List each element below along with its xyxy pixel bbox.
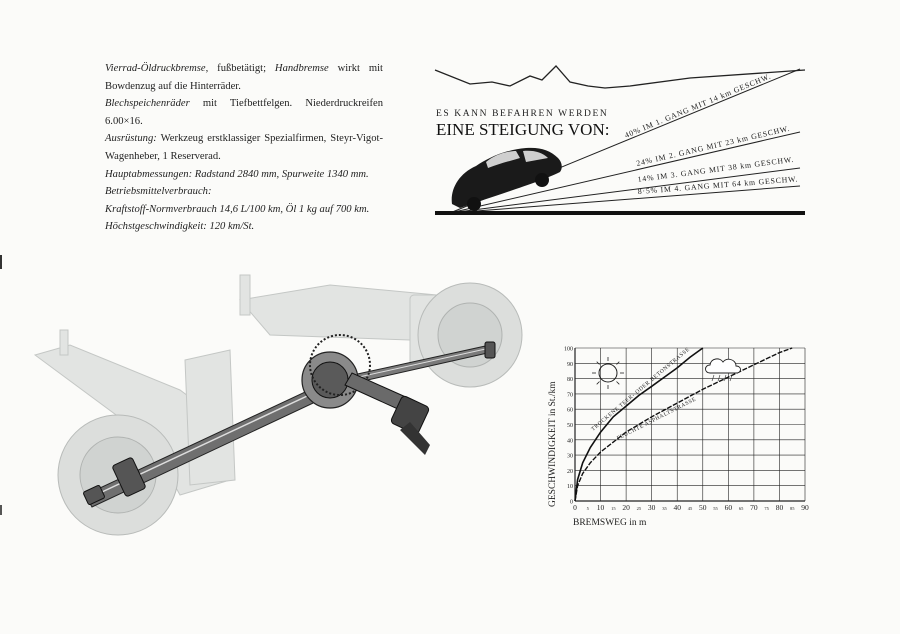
x-tick-label: 85 bbox=[790, 506, 795, 511]
y-tick-labels: 0 10 20 30 40 50 60 70 80 90 100 bbox=[564, 347, 573, 506]
car-wheel bbox=[535, 173, 549, 187]
x-tick-label: 65 bbox=[739, 506, 744, 511]
x-tick-label: 30 bbox=[648, 503, 656, 512]
y-tick-label: 0 bbox=[570, 500, 573, 506]
edge-mark bbox=[0, 255, 2, 269]
x-tick-label: 5 bbox=[587, 506, 590, 511]
cloud-icon bbox=[705, 358, 741, 382]
spec-value: fußbetätigt; bbox=[208, 63, 275, 74]
spec-value: wirkt mit Bowdenzug auf die Hinterräder. bbox=[105, 63, 383, 92]
spec-label: Vierrad-Öldruckbremse, bbox=[105, 63, 209, 74]
y-tick-label: 70 bbox=[567, 392, 573, 398]
x-tick-label: 15 bbox=[611, 506, 616, 511]
specification-text: Vierrad-Öldruckbremse, fußbetätigt; Hand… bbox=[105, 60, 383, 236]
y-tick-label: 40 bbox=[567, 438, 573, 444]
series-label-dry: TROCKENE TEER- ODER BETONSTRASSE bbox=[590, 347, 691, 433]
spec-line: Kraftstoff-Normverbrauch 14,6 L/100 km, … bbox=[105, 203, 370, 215]
slope-line bbox=[449, 131, 801, 214]
x-tick-label: 45 bbox=[688, 506, 693, 511]
x-tick-label: 20 bbox=[622, 503, 630, 512]
spec-line: Höchstgeschwindigkeit: 120 km/St. bbox=[105, 221, 255, 233]
chart-grid bbox=[574, 347, 806, 502]
x-tick-label: 25 bbox=[637, 506, 642, 511]
series-line-dry bbox=[574, 347, 704, 502]
x-tick-label: 0 bbox=[573, 503, 577, 512]
spec-value: Werkzeug erstklassiger Spezialfirmen, St… bbox=[105, 133, 383, 162]
x-tick-label: 10 bbox=[597, 503, 605, 512]
x-tick-label: 80 bbox=[776, 503, 784, 512]
spec-label: Handbremse bbox=[274, 63, 329, 74]
gradient-illustration: ES KANN BEFAHREN WERDEN EINE STEIGUNG VO… bbox=[434, 65, 806, 215]
rear-axle-illustration bbox=[33, 274, 523, 536]
y-tick-label: 100 bbox=[564, 347, 573, 353]
spec-line: Betriebsmittelverbrauch: bbox=[105, 186, 212, 198]
hub-end bbox=[83, 341, 496, 505]
gradient-header-small: ES KANN BEFAHREN WERDEN bbox=[436, 109, 608, 119]
series-line-wet bbox=[574, 347, 793, 502]
y-tick-label: 10 bbox=[567, 484, 573, 490]
spec-line: Hauptabmessungen: Radstand 2840 mm, Spur… bbox=[105, 168, 369, 180]
x-tick-label: 60 bbox=[725, 503, 733, 512]
braking-distance-chart: 0 5 10 15 20 25 30 35 40 45 50 55 60 65 70 75 80 85 90 0 10… bbox=[548, 347, 809, 529]
slope-label-1: 40% IM 1. GANG MIT 14 km GESCHW. bbox=[623, 72, 772, 140]
y-tick-label: 60 bbox=[567, 408, 573, 414]
spec-brakes: Vierrad-Öldruckbremse, fußbetätigt; Hand… bbox=[105, 60, 383, 95]
gradient-header-big: EINE STEIGUNG VON: bbox=[436, 120, 609, 139]
spec-consumption-title: Betriebsmittelverbrauch: bbox=[105, 183, 383, 201]
ground-bar bbox=[435, 211, 805, 215]
chart-series bbox=[574, 347, 793, 502]
spec-top-speed: Höchstgeschwindigkeit: 120 km/St. bbox=[105, 218, 383, 236]
x-tick-label: 35 bbox=[662, 506, 667, 511]
slope-line bbox=[449, 167, 801, 214]
sun-icon bbox=[592, 357, 624, 389]
x-axis-label: BREMSWEG in m bbox=[573, 518, 647, 528]
y-tick-label: 20 bbox=[567, 469, 573, 475]
edge-mark bbox=[0, 505, 2, 515]
ring-gear bbox=[309, 334, 371, 396]
spec-wheels: Blechspeichenräder mit Tiefbettfelgen. N… bbox=[105, 95, 383, 130]
mountain-silhouette bbox=[434, 65, 806, 89]
slope-line bbox=[449, 185, 801, 214]
x-tick-label: 90 bbox=[801, 503, 809, 512]
y-tick-label: 30 bbox=[567, 454, 573, 460]
y-tick-label: 80 bbox=[567, 377, 573, 383]
x-tick-label: 70 bbox=[750, 503, 758, 512]
y-tick-label: 90 bbox=[567, 362, 573, 368]
x-tick-label: 50 bbox=[699, 503, 707, 512]
spec-label: Blechspeichenräder bbox=[105, 98, 190, 110]
spec-value: mit Tiefbettfelgen. Niederdruckreifen 6.… bbox=[105, 98, 383, 127]
spec-equipment: Ausrüstung: Werkzeug erstklassiger Spezi… bbox=[105, 130, 383, 165]
spec-consumption: Kraftstoff-Normverbrauch 14,6 L/100 km, … bbox=[105, 201, 383, 219]
y-tick-label: 50 bbox=[567, 423, 573, 429]
spec-label: Ausrüstung: bbox=[105, 133, 157, 145]
y-axis-label: GESCHWINDIGKEIT in St./km bbox=[548, 381, 558, 507]
car-wheel bbox=[467, 197, 481, 211]
x-tick-labels: 0 5 10 15 20 25 30 35 40 45 50 55 60 65 70 75 80 85 90 bbox=[573, 503, 809, 512]
car-silhouette bbox=[451, 147, 562, 211]
x-tick-label: 55 bbox=[713, 506, 718, 511]
differential bbox=[301, 334, 430, 455]
x-tick-label: 40 bbox=[673, 503, 681, 512]
x-tick-label: 75 bbox=[764, 506, 769, 511]
spec-dimensions: Hauptabmessungen: Radstand 2840 mm, Spur… bbox=[105, 166, 383, 184]
